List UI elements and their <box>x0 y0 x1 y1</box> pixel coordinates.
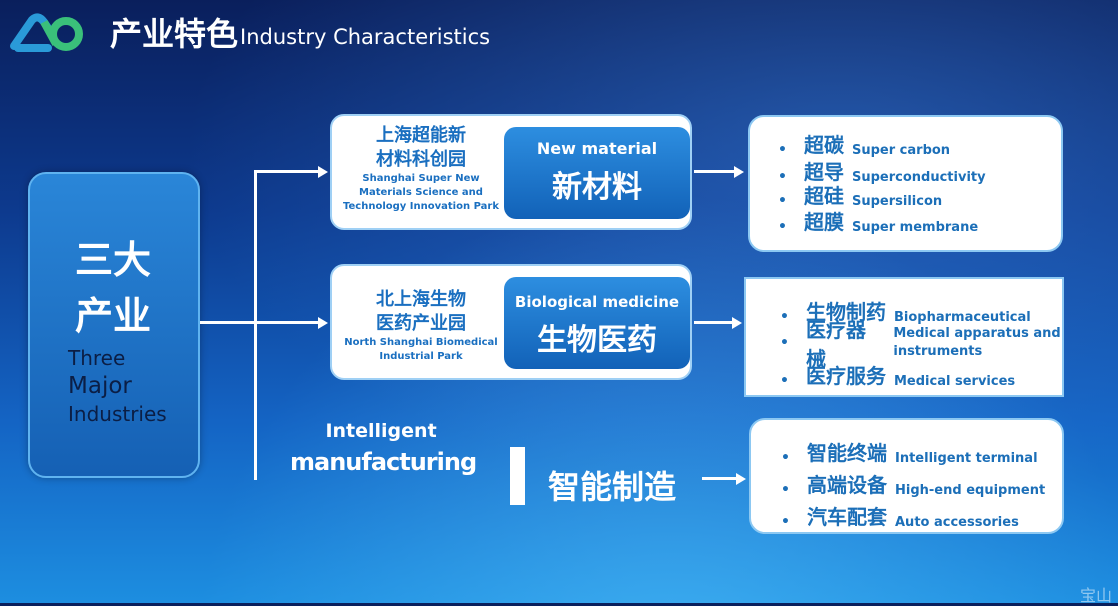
intelligent-manufacturing-list: • 智能终端 Intelligent terminal • 高端设备 High-end … <box>749 418 1064 534</box>
item-cn: 智能终端 <box>807 441 887 465</box>
item-cn: 生物制药 <box>806 300 886 324</box>
connector <box>254 170 320 173</box>
arrow-icon <box>318 317 328 329</box>
root-en-1: Three <box>68 346 126 370</box>
root-cn-2: 产业 <box>74 294 151 338</box>
item-cn: 医疗器械 <box>806 318 866 371</box>
bullet: • <box>781 450 790 466</box>
item-en: Intelligent terminal <box>895 451 1038 466</box>
item-cn: 超碳 <box>804 133 844 157</box>
watermark: 宝山 <box>1080 586 1113 605</box>
bullet: • <box>780 309 789 325</box>
arrow-icon <box>732 317 742 329</box>
park-cn: 医药产业园 <box>376 313 466 334</box>
park-en: Shanghai Super New Materials Science and… <box>343 173 499 212</box>
connector <box>200 321 320 324</box>
park-en: North Shanghai Biomedical Industrial Par… <box>344 337 498 362</box>
arrow-icon <box>318 166 328 178</box>
item-cn: 高端设备 <box>807 473 887 497</box>
item-cn: 超膜 <box>804 210 844 234</box>
item-cn: 超硅 <box>804 184 844 208</box>
industry-cn: 新材料 <box>552 170 642 205</box>
park-cn: 材料科创园 <box>376 149 466 170</box>
item-en: Medical apparatus and instruments <box>893 326 1061 359</box>
root-cn-1: 三大 <box>74 238 151 282</box>
industry-en: Biological medicine <box>514 293 680 311</box>
arrow-icon <box>734 166 744 178</box>
item-cn: 汽车配套 <box>807 505 887 529</box>
bullet: • <box>781 514 790 530</box>
item-en: Superconductivity <box>852 170 986 185</box>
bullet: • <box>778 193 787 209</box>
item-en: Auto accessories <box>895 515 1019 530</box>
logo-icon <box>10 13 83 52</box>
industry-cn: 智能制造 <box>548 468 677 506</box>
industry-cn: 生物医药 <box>537 323 657 358</box>
item-en: Supersilicon <box>852 194 943 209</box>
root-en-2: Major <box>68 373 132 399</box>
connector <box>694 170 734 173</box>
item-cn: 医疗服务 <box>806 364 886 388</box>
connector <box>702 477 736 480</box>
item-cn: 超导 <box>804 160 844 184</box>
connector <box>254 170 257 480</box>
new-material-list: • 超碳 Super carbon • 超导 Superconductivity • 超硅… <box>748 115 1063 252</box>
industry-box-biomedicine: Biological medicine 生物医药 <box>504 277 690 369</box>
industry-en: New material <box>536 139 658 158</box>
header: 产业特色 Industry Characteristics <box>8 8 490 56</box>
biomedicine-list: • 生物制药 Biopharmaceutical • 医疗器械 Medical appa… <box>744 277 1064 397</box>
accent-bar <box>510 447 525 505</box>
industry-box-new-material: New material 新材料 <box>504 127 690 219</box>
three-major-industries-box: 三大 产业 Three Major Industries <box>28 172 200 478</box>
title-en: Industry Characteristics <box>240 25 491 49</box>
item-en: Super membrane <box>852 220 979 235</box>
connector <box>694 321 732 324</box>
title-cn: 产业特色 <box>110 15 239 53</box>
bullet: • <box>780 373 789 389</box>
industry-en: Intelligent <box>325 420 437 442</box>
item-en: Super carbon <box>852 143 951 158</box>
root-en-3: Industries <box>68 402 167 426</box>
bullet: • <box>780 335 789 351</box>
item-en: Medical services <box>894 374 1016 389</box>
bullet: • <box>778 219 787 235</box>
industry-en: manufacturing <box>290 448 477 476</box>
new-material-park-box: 上海超能新 材料科创园 Shanghai Super New Materials… <box>330 114 692 230</box>
arrow-icon <box>736 473 746 485</box>
park-cn: 北上海生物 <box>376 289 466 310</box>
bullet: • <box>781 482 790 498</box>
bullet: • <box>778 169 787 185</box>
biomedicine-park-box: 北上海生物 医药产业园 North Shanghai Biomedical In… <box>330 264 692 380</box>
item-en: High-end equipment <box>895 483 1046 498</box>
bullet: • <box>778 142 787 158</box>
park-cn: 上海超能新 <box>376 125 466 146</box>
item-en: Biopharmaceutical <box>894 310 1031 325</box>
intelligent-manufacturing-label: Intelligent manufacturing <box>290 420 477 476</box>
